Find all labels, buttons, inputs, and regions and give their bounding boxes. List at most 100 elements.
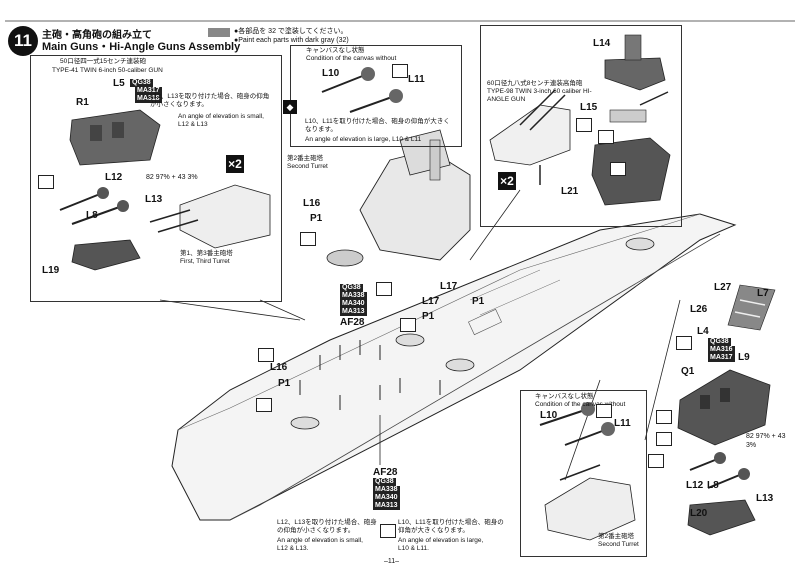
part-label-L20: L20 (690, 508, 708, 519)
part-label-R1: R1 (76, 97, 89, 108)
footer-right-jp: L10、L11を取り付けた場合、砲身の仰角が大きくなります。 (398, 519, 504, 534)
part-label-L9: L9 (738, 352, 750, 363)
canvas-bottom-turret-en: Second Turret (598, 541, 639, 548)
color-mix: 82 97% + 43 3% (146, 174, 198, 181)
glue-icon (256, 398, 272, 412)
hi-angle-detail-box (480, 25, 682, 227)
part-label-L5: L5 (113, 78, 125, 89)
turret-base-L20 (687, 499, 756, 536)
main-gun-note-jp: L12、L13を取り付けた場合、砲身の仰角が小さくなります。 (150, 93, 270, 108)
part-label-L14: L14 (593, 38, 611, 49)
part-label-Q1: Q1 (681, 366, 695, 377)
canvas-bottom-title-jp: キャンバスなし状態 (535, 393, 594, 400)
part-label-L27: L27 (714, 282, 732, 293)
page-number: –11– (384, 558, 400, 565)
main-gun-title-jp: 50口径四一式15センチ連装砲 (60, 58, 146, 65)
part-label-L10: L10 (540, 410, 558, 421)
part-label-P1: P1 (310, 213, 323, 224)
code-1: QG38 (130, 79, 153, 87)
part-label-L11: L11 (408, 74, 425, 85)
turret-Q1 (677, 369, 771, 446)
paint-note-en: ●Paint each parts with dark gray (32) (234, 37, 349, 44)
right-color-mix: 82 97% + 43 3% (746, 433, 786, 449)
turret-en: First, Third Turret (180, 258, 230, 265)
title-jp: 主砲・高角砲の組み立て (42, 30, 152, 41)
part-label-L10: L10 (322, 68, 340, 79)
glue-icon (656, 432, 672, 446)
canvas-note-jp: L10、L11を取り付けた場合、砲身の仰角が大きくなります。 (305, 118, 450, 133)
main-gun-detail-box (30, 55, 282, 302)
part-label-L16: L16 (270, 362, 288, 373)
part-label-L11: L11 (614, 418, 631, 429)
center-code-1: QG38 (340, 284, 363, 292)
glue-icon (376, 282, 392, 296)
main-gun-title-en: TYPE-41 TWIN 6-inch 50-caliber GUN (52, 67, 163, 74)
main-gun-note-en: An angle of elevation is small, L12 & L1… (178, 113, 264, 128)
glue-icon (400, 318, 416, 332)
part-L21 (591, 137, 671, 206)
center-code-2: MA338 (340, 292, 367, 300)
footer-right-en2: L10 & L11. (398, 545, 429, 552)
right-code-3: MA317 (708, 354, 735, 362)
dark-gray-swatch (208, 28, 230, 37)
glue-icon (380, 524, 396, 538)
part-label-P1: P1 (278, 378, 291, 389)
part-label-L12: L12 (686, 480, 704, 491)
part-label-L8: L8 (86, 210, 98, 221)
part-label-L16: L16 (303, 198, 321, 209)
rotate-icon: ◆ (283, 100, 297, 114)
part-label-L12: L12 (105, 172, 123, 183)
second-turret-jp: 第2番主砲塔 (287, 155, 324, 162)
part-label-L13: L13 (145, 194, 163, 205)
code-3: MA318 (135, 95, 162, 103)
bottom-code-3: MA340 (373, 494, 400, 502)
af-label: AF28 (340, 317, 365, 328)
turret-base-L19 (71, 239, 141, 271)
right-code-2: MA316 (708, 346, 735, 354)
canvas-title-en: Condition of the canvas without (306, 55, 397, 62)
part-label-L17: L17 (422, 296, 440, 307)
bottom-code-4: MA313 (373, 502, 400, 510)
glue-icon (392, 64, 408, 78)
part-label-P1: P1 (472, 296, 485, 307)
canvas-detail-box-top (290, 45, 462, 147)
part-label-L8: L8 (707, 480, 719, 491)
canvas-title-jp: キャンバスなし状態 (306, 47, 365, 54)
glue-icon (576, 118, 592, 132)
multiplier-badge: ×2 (226, 155, 244, 173)
footer-left-en1: An angle of elevation is small, (277, 537, 363, 544)
part-label-L7: L7 (757, 288, 769, 299)
hi-angle-title-jp: 60口径九八式8センチ連装高角砲 (487, 80, 583, 87)
footer-left-jp: L12、L13を取り付けた場合、砲身の仰角が小さくなります。 (277, 519, 377, 534)
code-2: MA317 (135, 87, 162, 95)
part-label-L17: L17 (440, 281, 458, 292)
part-label-L21: L21 (561, 186, 579, 197)
step-number-badge: 11 (8, 26, 38, 56)
footer-right-en1: An angle of elevation is large, (398, 537, 484, 544)
right-code-1: QG38 (708, 338, 731, 346)
glue-icon (648, 454, 664, 468)
bottom-code-1: QG38 (373, 478, 396, 486)
part-label-L4: L4 (697, 326, 709, 337)
canvas-detail-box-bottom (520, 390, 647, 557)
paint-note-jp: ●各部品を 32 で塗装してください。 (234, 28, 348, 35)
center-code-3: MA340 (340, 300, 367, 308)
turret-jp: 第1、第3番主砲塔 (180, 250, 233, 257)
glue-icon (676, 336, 692, 350)
bottom-code-2: MA338 (373, 486, 400, 494)
part-label-L13: L13 (756, 493, 774, 504)
glue-icon (258, 348, 274, 362)
bottom-af-label: AF28 (373, 467, 398, 478)
glue-icon (596, 404, 612, 418)
second-turret-en: Second Turret (287, 163, 328, 170)
part-L14 (604, 57, 666, 91)
glue-icon (38, 175, 54, 189)
hi-angle-title-en: TYPE-98 TWIN 3-inch 60 caliber HI-ANGLE … (487, 88, 592, 103)
canvas-bottom-turret-jp: 第2番主砲塔 (598, 533, 635, 540)
glue-icon (598, 130, 614, 144)
glue-icon (656, 410, 672, 424)
footer-left-en2: L12 & L13. (277, 545, 309, 552)
center-code-4: MA313 (340, 308, 367, 316)
multiplier-badge: ×2 (498, 172, 516, 190)
